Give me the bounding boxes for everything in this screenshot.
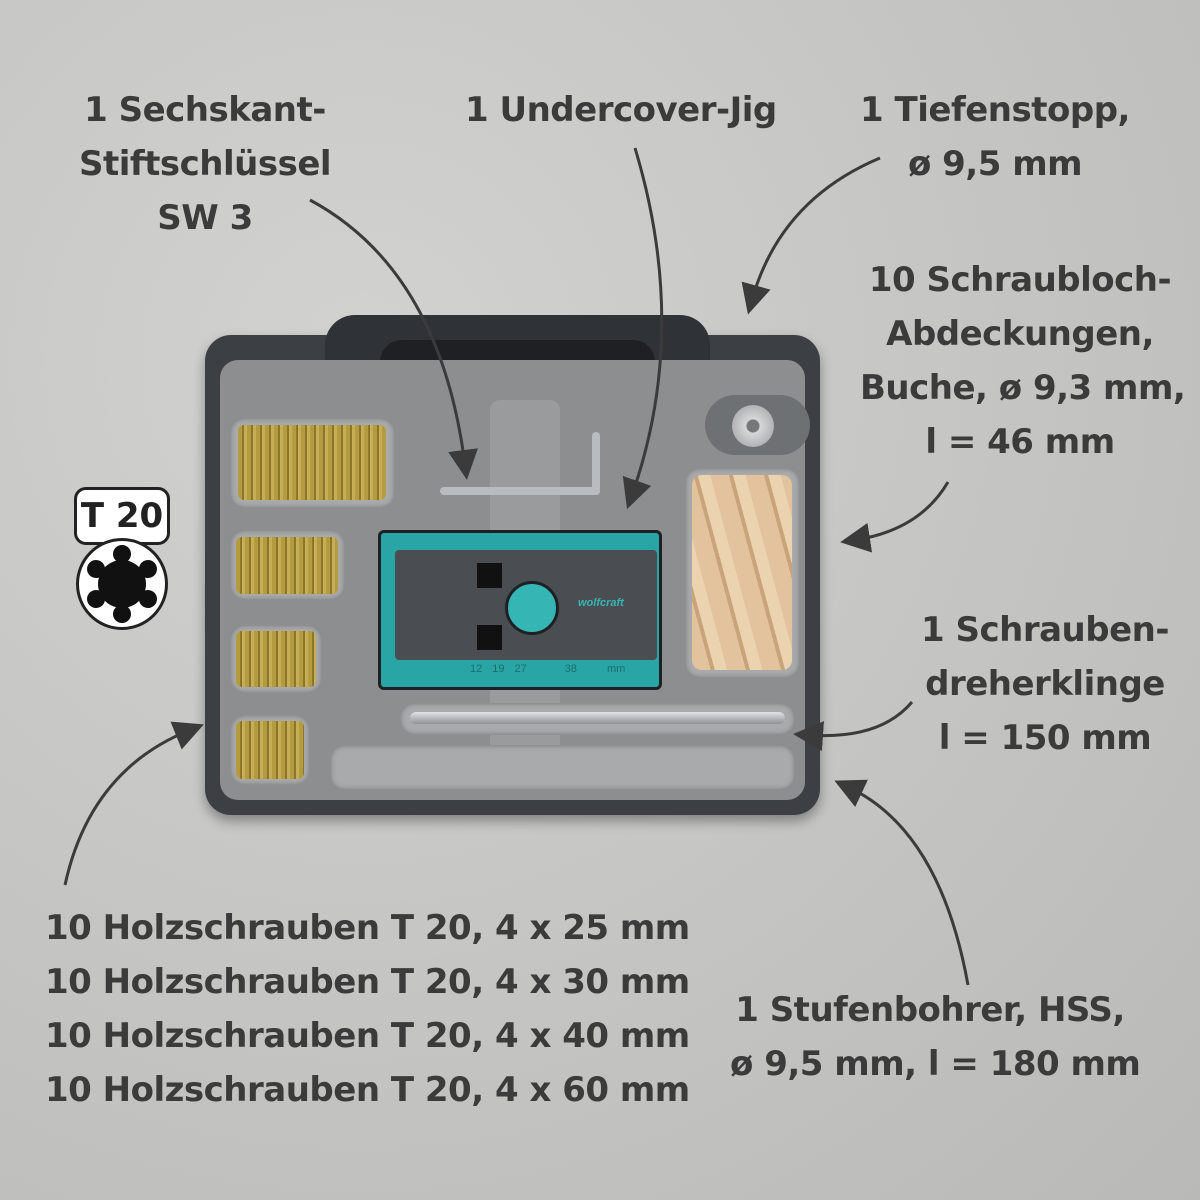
label-hex-key: 1 Sechskant- Stiftschlüssel SW 3: [70, 83, 340, 245]
jig-brand: wolfcraft: [578, 597, 624, 609]
jig-clamp-button: [505, 581, 559, 635]
scale-19: 19: [492, 663, 505, 675]
scale-27: 27: [514, 663, 527, 675]
screws-40mm: [236, 537, 338, 594]
label-line: 10 Holzschrauben T 20, 4 x 25 mm: [45, 908, 690, 948]
label-line: l = 150 mm: [938, 718, 1152, 758]
torx-star-icon: [76, 538, 168, 630]
screwdriver-bit: [410, 712, 785, 724]
label-line: 10 Holzschrauben T 20, 4 x 30 mm: [45, 962, 690, 1002]
jig-square-top: [477, 563, 502, 588]
screws-60mm: [238, 425, 386, 500]
screws-30mm: [236, 631, 316, 687]
scale-unit: mm: [607, 663, 626, 675]
label-line: Abdeckungen,: [886, 314, 1154, 354]
label-plugs: 10 Schraubloch- Abdeckungen, Buche, ø 9,…: [860, 253, 1186, 469]
label-line: ø 9,5 mm, l = 180 mm: [730, 1044, 1141, 1084]
scale-12: 12: [470, 663, 483, 675]
arrow-jig: [622, 147, 664, 510]
hex-key-bend: [592, 432, 600, 495]
label-jig: 1 Undercover-Jig: [465, 90, 777, 130]
jig-square-bottom: [477, 625, 502, 650]
label-line: Buche, ø 9,3 mm,: [860, 368, 1186, 408]
label-line: 10 Schraubloch-: [868, 260, 1172, 300]
arrow-plugs: [840, 481, 950, 553]
label-line: l = 46 mm: [925, 422, 1115, 462]
wood-plugs: [692, 475, 792, 670]
label-line: 10 Holzschrauben T 20, 4 x 60 mm: [45, 1070, 690, 1110]
arrow-bit: [793, 701, 914, 751]
label-line: 10 Holzschrauben T 20, 4 x 40 mm: [45, 1016, 690, 1056]
screws-25mm: [236, 721, 304, 779]
label-line: 1 Stufenbohrer, HSS,: [735, 990, 1125, 1030]
label-line: 1 Sechskant-: [84, 90, 326, 130]
label-drill: 1 Stufenbohrer, HSS, ø 9,5 mm, l = 180 m…: [730, 983, 1141, 1091]
label-line: ø 9,5 mm: [907, 144, 1083, 184]
arrow-hex-key: [309, 198, 478, 480]
t20-badge-text: T 20: [80, 496, 164, 536]
arrow-depth-stop: [741, 156, 881, 315]
label-line: SW 3: [157, 198, 253, 238]
hex-key: [440, 487, 600, 495]
arrow-drill: [834, 779, 970, 986]
scale-38: 38: [564, 663, 577, 675]
compartment-drill: [330, 745, 795, 790]
depth-stop-ring: [732, 405, 774, 447]
label-line: dreherklinge: [925, 664, 1165, 704]
label-depth-stop: 1 Tiefenstopp, ø 9,5 mm: [855, 83, 1135, 191]
arrow-screws: [63, 721, 204, 886]
label-screws: 10 Holzschrauben T 20, 4 x 25 mm 10 Holz…: [45, 901, 690, 1117]
label-line: 1 Tiefenstopp,: [860, 90, 1130, 130]
label-line: 1 Schrauben-: [921, 610, 1169, 650]
jig-scale: 12 19 27 38 mm: [470, 663, 625, 675]
label-line: Stiftschlüssel: [78, 144, 332, 184]
label-bit: 1 Schrauben- dreherklinge l = 150 mm: [920, 603, 1170, 765]
